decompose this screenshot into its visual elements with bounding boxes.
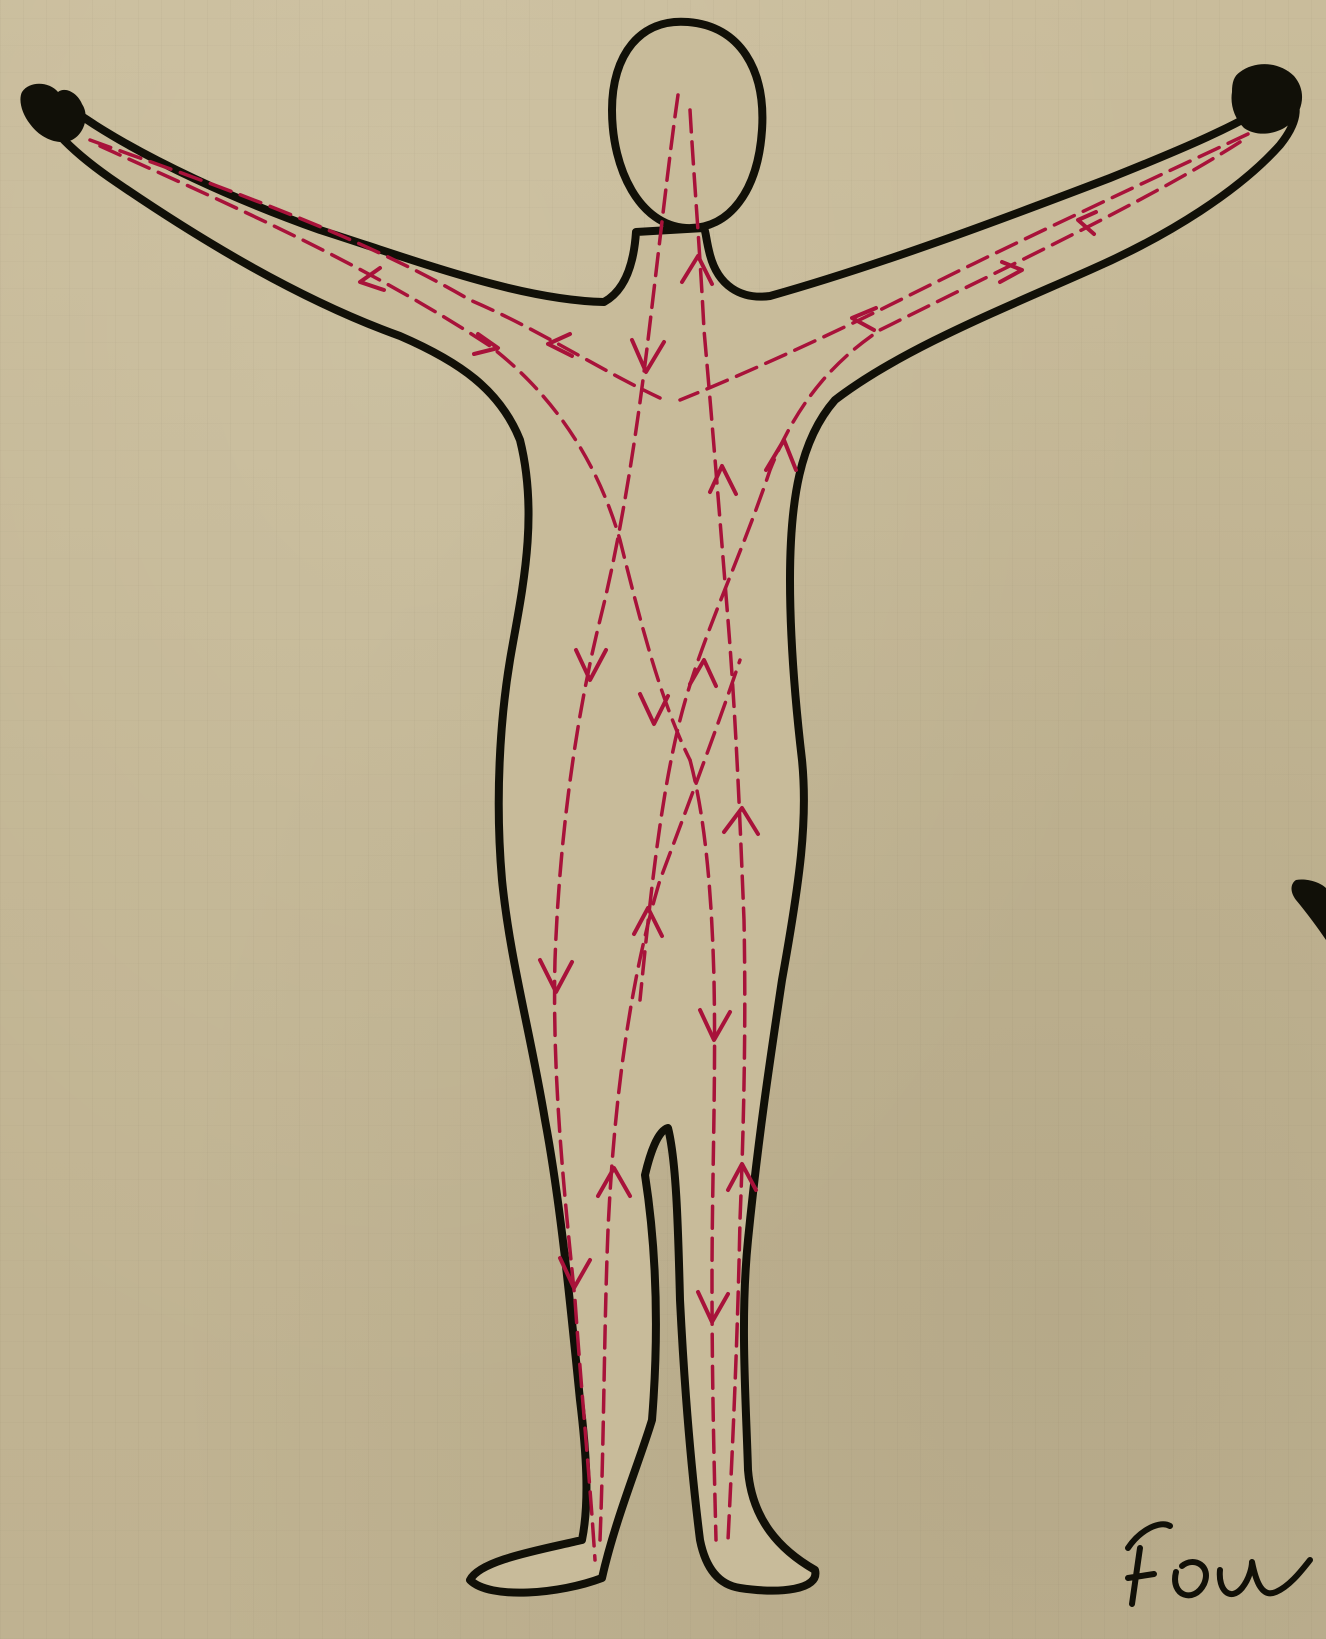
figure-head [612, 22, 762, 228]
figure-body-outline [36, 93, 1296, 1592]
handwriting-fragment [1128, 1524, 1310, 1604]
left-hand [20, 84, 85, 142]
edge-ink-mark [1292, 879, 1326, 940]
